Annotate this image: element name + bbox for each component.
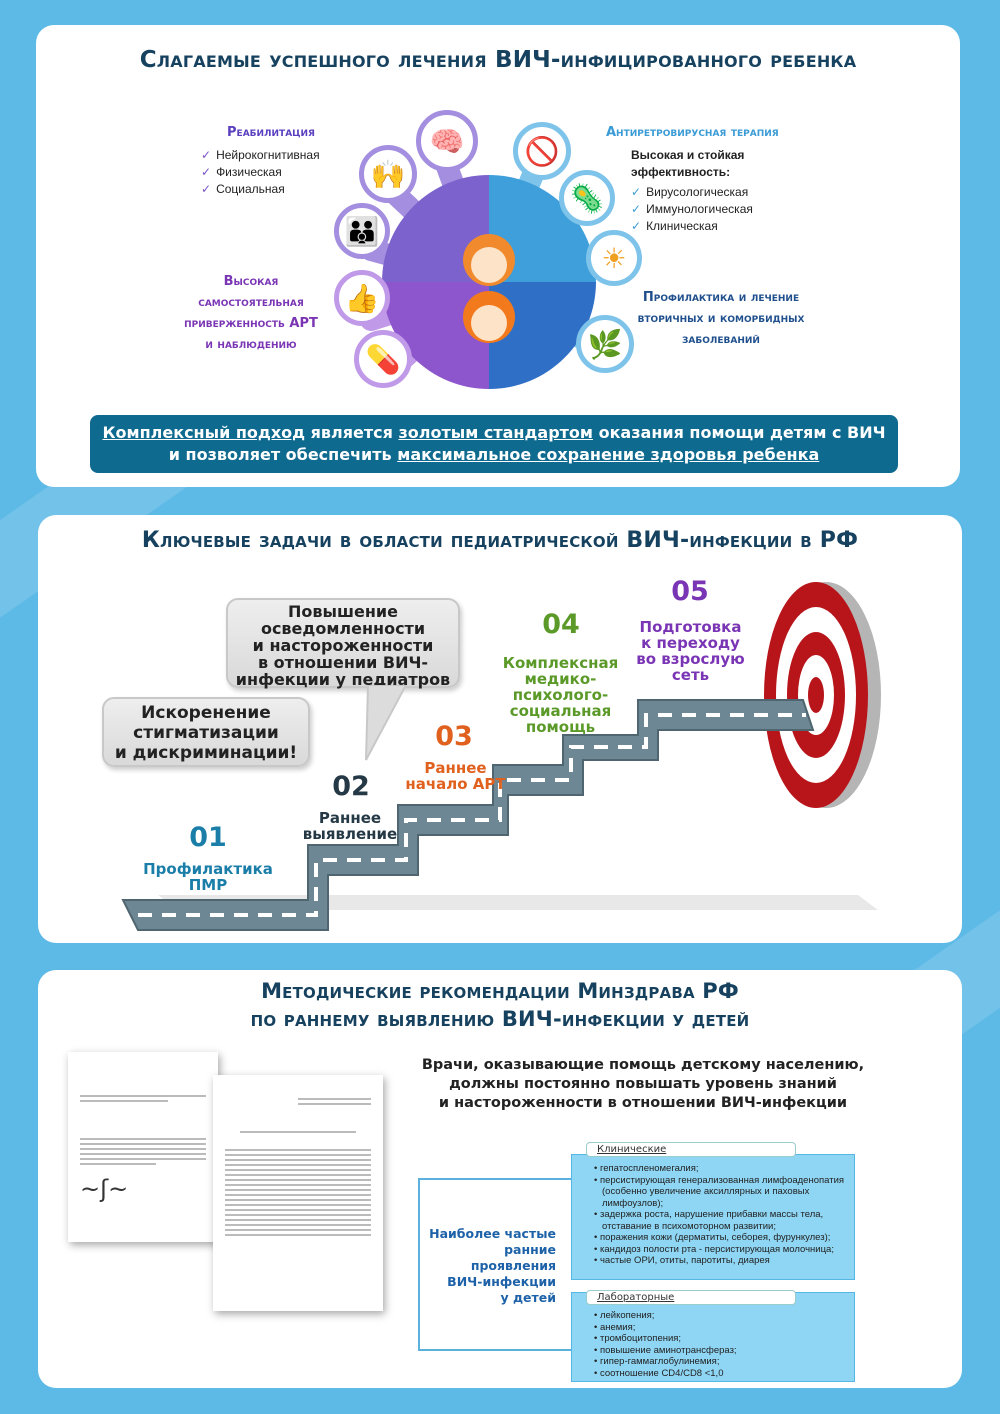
- step-04-number: 04: [542, 609, 580, 640]
- pill-icon: 💊: [354, 330, 412, 388]
- cell-icon: 🦠: [559, 170, 615, 226]
- sun-person-icon: ☀: [586, 230, 642, 286]
- plant-icon: 🌿: [576, 315, 634, 373]
- step-03-number: 03: [435, 721, 473, 752]
- step-01-number: 01: [189, 822, 227, 853]
- quadrant-tr: [489, 175, 596, 282]
- list-item: • задержка роста, нарушение прибавки мас…: [594, 1209, 824, 1232]
- key-message-banner: Комплексный подход является золотым стан…: [90, 415, 898, 473]
- clinical-list: • гепатоспленомегалия;• персистирующая г…: [594, 1163, 854, 1267]
- list-item: • гипер-гаммаглобулинемия;: [594, 1356, 720, 1367]
- stairs-graphic: [121, 582, 881, 931]
- rehab-item: ✓Физическая: [201, 165, 282, 179]
- floor-arrow: [158, 895, 878, 910]
- brain-icon: 🧠: [416, 110, 478, 172]
- list-item: • кандидоз полости рта - персистирующая …: [594, 1243, 834, 1255]
- art-heading: Антиретровирусная терапия: [606, 125, 779, 140]
- art-item: ✓Иммунологическая: [631, 202, 753, 216]
- list-item: • анемия;: [594, 1321, 636, 1333]
- clinical-box: [571, 1154, 855, 1280]
- target-icon: [764, 582, 881, 808]
- thumbs-up-icon: 👍: [334, 270, 390, 326]
- section-treatment-components: Слагаемые успешного лечения ВИЧ-инфициро…: [36, 25, 960, 487]
- person-icon: 🙌: [359, 145, 417, 203]
- ministry-letter-image: ~ʃ~: [68, 1052, 218, 1242]
- signs-label-frame: [418, 1178, 573, 1351]
- section-title: Слагаемые успешного лечения ВИЧ-инфициро…: [139, 47, 857, 73]
- rehab-item: ✓Социальная: [201, 182, 285, 196]
- art-item: ✓Вирусологическая: [631, 185, 749, 199]
- callout-pointer: [365, 685, 408, 761]
- list-item: • лейкопения;: [594, 1310, 655, 1321]
- list-item: • тромбоцитопения;: [594, 1333, 682, 1344]
- list-item: • частые ОРИ, отиты, паротиты, диарея: [594, 1255, 770, 1266]
- no-virus-icon: 🚫: [513, 122, 571, 180]
- art-subheading: Высокая и стойкая эффективность:: [631, 148, 745, 179]
- lab-list: • лейкопения;• анемия;• тромбоцитопения;…: [594, 1310, 854, 1379]
- step-05-number: 05: [671, 576, 709, 607]
- lab-box: [571, 1292, 855, 1382]
- section-key-tasks: Ключевые задачи в области педиатрической…: [38, 515, 962, 943]
- recommendations-document-image: [213, 1075, 383, 1311]
- quadrant-bl: [382, 282, 489, 389]
- statement: Врачи, оказывающие помощь детскому насел…: [421, 1057, 865, 1111]
- rehab-heading: Реабилитация: [227, 125, 315, 140]
- rehab-item: ✓Нейрокогнитивная: [201, 148, 320, 162]
- list-item: • поражения кожи (дерматиты, себорея, фу…: [594, 1232, 831, 1243]
- list-item: • гепатоспленомегалия;: [594, 1163, 699, 1174]
- quadrant-br: [489, 282, 596, 389]
- stairs-road: [121, 699, 815, 931]
- art-block: Антиретровирусная терапия Высокая и стой…: [606, 122, 836, 235]
- list-item: • повышение аминотрансфераз;: [594, 1344, 737, 1356]
- section-title: Ключевые задачи в области педиатрической…: [141, 528, 859, 553]
- rehab-block: Реабилитация ✓Нейрокогнитивная ✓Физическ…: [201, 122, 336, 198]
- clinical-header: Клинические: [586, 1142, 796, 1157]
- list-item: • персистирующая генерализованная лимфоа…: [594, 1174, 845, 1209]
- art-item: ✓Клиническая: [631, 219, 718, 233]
- list-item: • соотношение CD4/CD8 <1,0: [594, 1367, 724, 1379]
- step-02-number: 02: [332, 771, 370, 802]
- people-circle-icon: 👪: [334, 203, 390, 259]
- quadrant-tl: [382, 175, 489, 282]
- lab-header: Лабораторные: [586, 1290, 796, 1305]
